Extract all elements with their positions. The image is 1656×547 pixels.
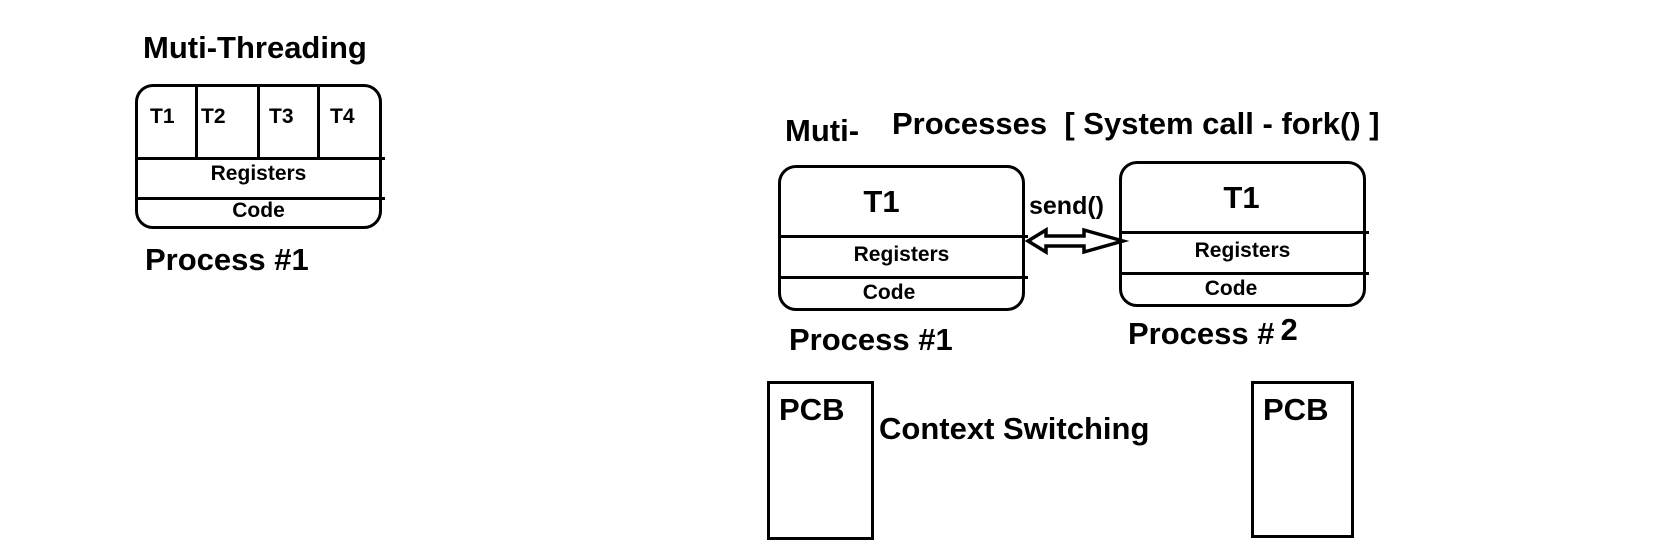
- pcb2-box: PCB: [1251, 381, 1354, 538]
- pcb-label: PCB: [1263, 392, 1329, 427]
- section-divider: [778, 235, 1028, 238]
- multiprocess-title: Processes [ System call - fork() ]: [892, 106, 1380, 141]
- thread-label: T1: [1223, 180, 1260, 215]
- context-switching-label: Context Switching: [879, 411, 1150, 446]
- registers-label: Registers: [853, 243, 950, 266]
- code-label: Code: [862, 281, 916, 304]
- thread-process-box: T1 T2 T3 T4 Registers Code: [135, 84, 385, 229]
- thread-divider: [195, 87, 198, 157]
- registers-label: Registers: [210, 162, 307, 185]
- thread-label: T1: [150, 105, 175, 128]
- thread-label: T4: [330, 105, 355, 128]
- section-divider: [1119, 272, 1369, 275]
- ipc-send-label: send(): [1029, 192, 1104, 220]
- section-divider: [135, 157, 385, 160]
- pcb-label: PCB: [779, 392, 845, 427]
- code-label: Code: [1204, 277, 1258, 300]
- process-caption-text: Process #: [1128, 316, 1275, 351]
- multithreading-title: Muti-Threading: [143, 30, 367, 65]
- multiprocess-title-prefix: Muti-: [785, 113, 860, 148]
- process-caption: Process #1: [789, 322, 953, 357]
- pcb1-box: PCB: [767, 381, 874, 540]
- double-arrow-shape: [1024, 226, 1130, 256]
- thread-divider: [317, 87, 320, 157]
- section-divider: [135, 197, 385, 200]
- process-caption: Process #2: [1128, 312, 1298, 352]
- code-label: Code: [232, 199, 285, 222]
- thread-divider: [257, 87, 260, 157]
- section-divider: [778, 276, 1028, 279]
- section-divider: [1119, 231, 1369, 234]
- process2-box: T1 Registers Code: [1119, 161, 1369, 307]
- thread-label: T3: [269, 105, 294, 128]
- registers-label: Registers: [1194, 239, 1291, 262]
- process1-box: T1 Registers Code: [778, 165, 1028, 311]
- process-caption: Process #1: [145, 242, 309, 277]
- thread-label: T2: [201, 105, 226, 128]
- thread-label: T1: [863, 184, 900, 219]
- process-caption-number: 2: [1280, 312, 1298, 347]
- double-arrow-icon: [1024, 226, 1130, 256]
